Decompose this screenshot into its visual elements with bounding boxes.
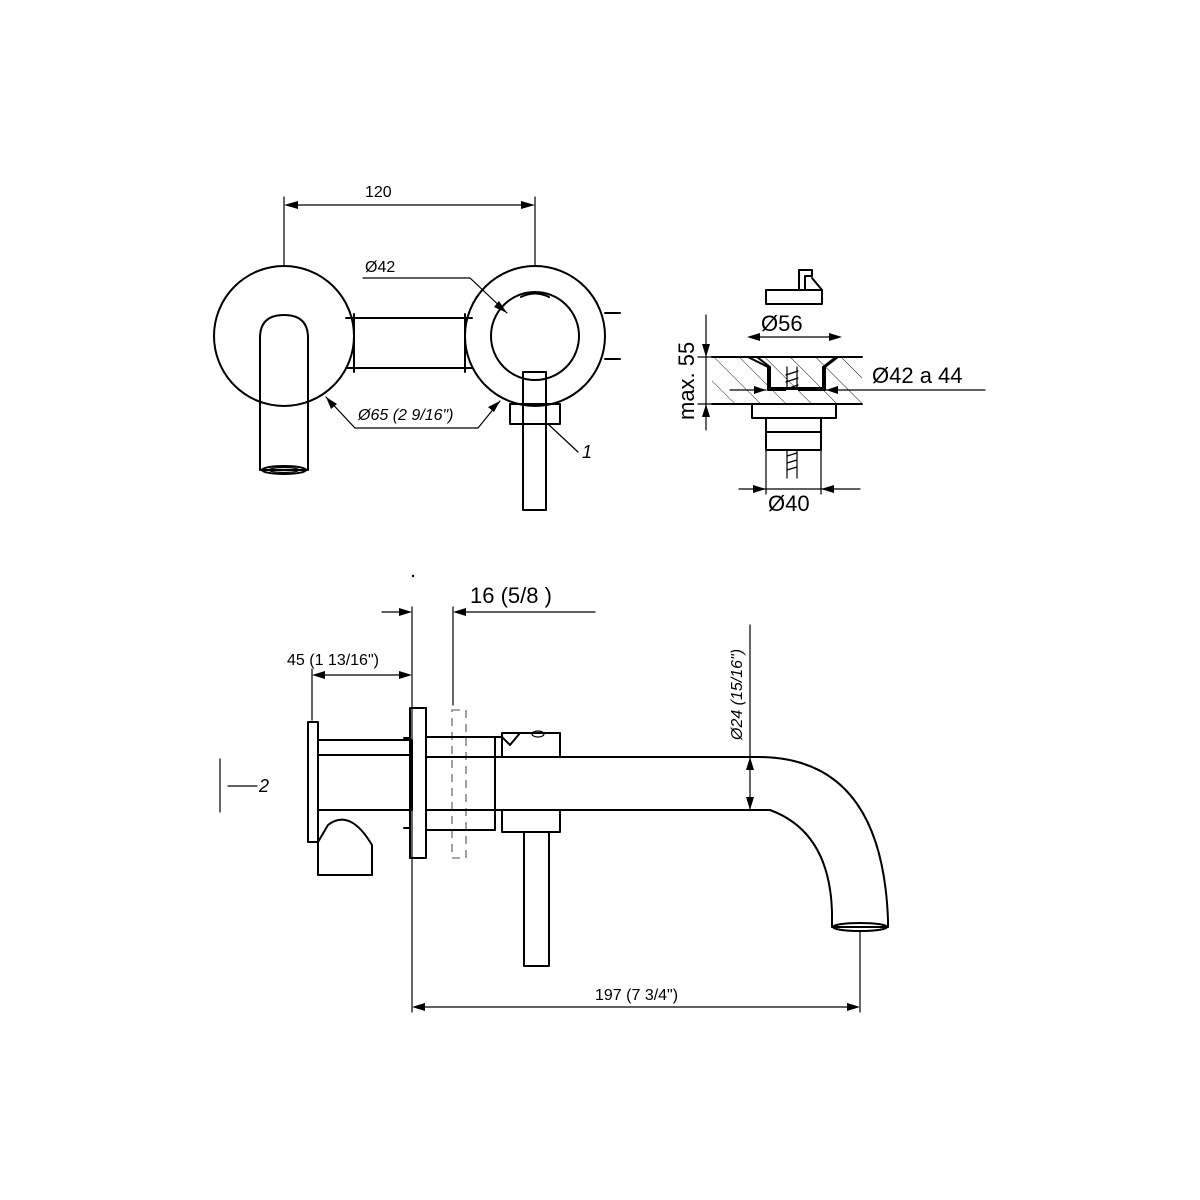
- dimension-16-label: 16 (5/8 ): [470, 583, 552, 608]
- tile-hidden-outline: [451, 709, 467, 859]
- diameter-40-label: Ø40: [768, 491, 810, 516]
- diameter-56-label: Ø56: [761, 311, 803, 336]
- lever-handle: [522, 371, 547, 511]
- diameter-42-44-label: Ø42 a 44: [872, 363, 963, 388]
- right-rosette: [464, 265, 606, 407]
- wall-flange: [409, 707, 427, 859]
- left-rosette: [213, 265, 355, 407]
- lever-cap: [490, 291, 580, 381]
- callout-2: 2: [258, 776, 269, 796]
- installation-section: Ø56 max. 55 Ø42 a 44: [674, 269, 986, 516]
- diameter-24-label: Ø24 (15/16"): [729, 649, 746, 741]
- callout-1: 1: [582, 442, 592, 462]
- lever-side: [523, 831, 550, 967]
- diameter-65-label: Ø65 (2 9/16"): [357, 407, 454, 424]
- spout-side: [757, 756, 889, 928]
- dimension-120-label: 120: [365, 184, 392, 201]
- length-197-label: 197 (7 3/4"): [595, 987, 678, 1004]
- dimension-45-label: 45 (1 13/16"): [287, 652, 379, 669]
- max-55-label: max. 55: [674, 342, 699, 420]
- diameter-42-label: Ø42: [365, 259, 395, 276]
- front-view: 120 Ø42 Ø65 (2 9/16") 1: [213, 184, 621, 511]
- side-view: 16 (5/8 ) 45 (1 13/16"): [219, 574, 889, 1013]
- spout-front: [259, 314, 309, 471]
